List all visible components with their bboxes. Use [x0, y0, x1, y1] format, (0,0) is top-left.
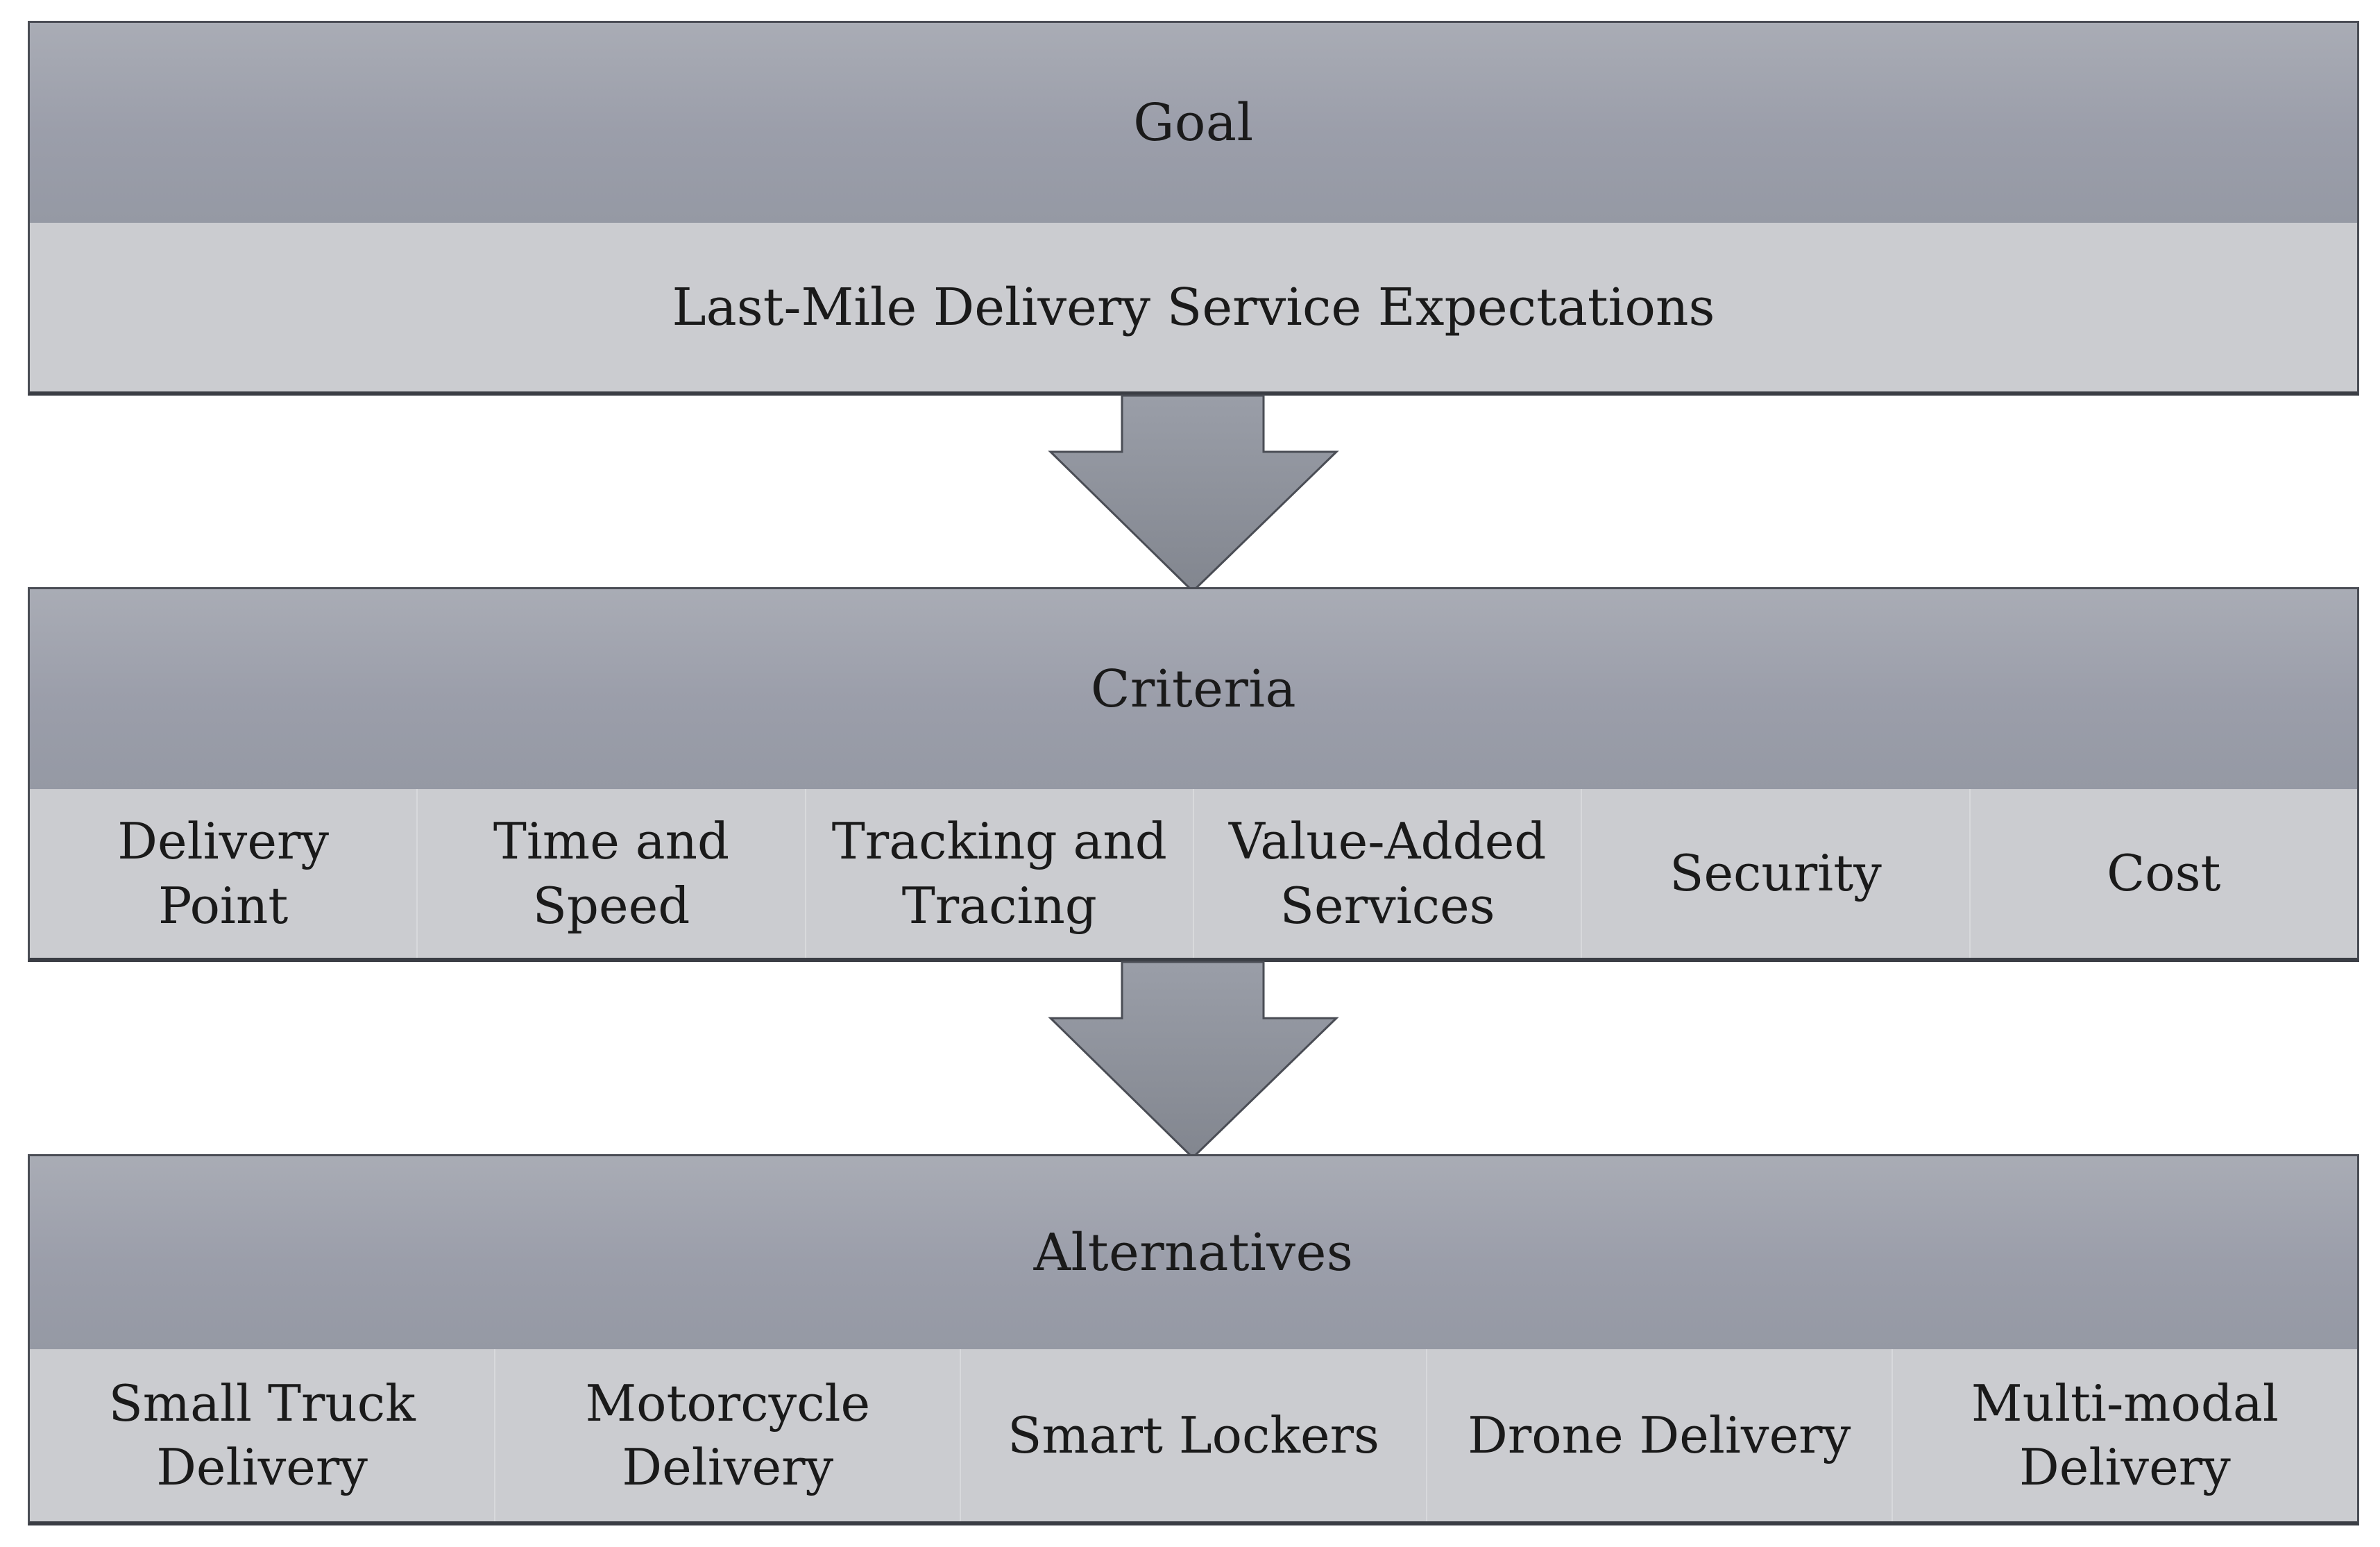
criterion-label: Time and	[493, 812, 730, 871]
alternative-small-truck: Small Truck Delivery	[30, 1349, 494, 1521]
alternatives-body: Small Truck Delivery Motorcycle Delivery…	[30, 1349, 2357, 1521]
criterion-label: Cost	[2107, 844, 2221, 903]
alternatives-header: Alternatives	[30, 1156, 2357, 1349]
alternative-label: Smart Lockers	[1008, 1405, 1379, 1464]
criterion-time-speed: Time and Speed	[416, 789, 804, 958]
goal-description: Last-Mile Delivery Service Expectations	[672, 277, 1715, 337]
alternatives-level: Alternatives Small Truck Delivery Motorc…	[28, 1154, 2359, 1525]
criterion-value-added-services: Value-Added Services	[1192, 789, 1581, 958]
criterion-label: Delivery	[117, 812, 330, 871]
goal-header: Goal	[30, 23, 2357, 223]
criterion-label: Speed	[532, 876, 690, 935]
criterion-label: Point	[158, 876, 289, 935]
goal-body: Last-Mile Delivery Service Expectations	[30, 223, 2357, 391]
criterion-label: Value-Added	[1228, 812, 1547, 871]
alternative-label: Drone Delivery	[1468, 1405, 1851, 1464]
criteria-level: Criteria Delivery Point Time and Speed T…	[28, 587, 2359, 962]
criteria-title: Criteria	[1090, 659, 1297, 719]
alternative-label: Motorcycle	[585, 1373, 871, 1432]
criteria-body: Delivery Point Time and Speed Tracking a…	[30, 789, 2357, 958]
criterion-security: Security	[1581, 789, 1969, 958]
criterion-cost: Cost	[1969, 789, 2357, 958]
down-arrow-icon	[1048, 961, 1339, 1160]
alternative-drone: Drone Delivery	[1425, 1349, 1892, 1521]
alternative-label: Delivery	[2019, 1438, 2231, 1496]
alternative-label: Small Truck	[108, 1373, 416, 1432]
alternative-multi-modal: Multi-modal Delivery	[1891, 1349, 2357, 1521]
alternative-motorcycle: Motorcycle Delivery	[494, 1349, 960, 1521]
alternative-label: Multi-modal	[1971, 1373, 2279, 1432]
alternative-label: Delivery	[622, 1438, 834, 1496]
criterion-label: Tracing	[901, 876, 1097, 935]
criterion-label: Security	[1669, 844, 1882, 903]
alternative-smart-lockers: Smart Lockers	[960, 1349, 1425, 1521]
criteria-header: Criteria	[30, 589, 2357, 789]
criterion-delivery-point: Delivery Point	[30, 789, 416, 958]
criterion-label: Services	[1280, 876, 1495, 935]
alternative-label: Delivery	[156, 1438, 368, 1496]
alternatives-title: Alternatives	[1033, 1223, 1354, 1283]
criterion-tracking-tracing: Tracking and Tracing	[804, 789, 1193, 958]
down-arrow-icon	[1048, 394, 1339, 593]
criterion-label: Tracking and	[831, 812, 1167, 871]
goal-level: Goal Last-Mile Delivery Service Expectat…	[28, 21, 2359, 396]
goal-title: Goal	[1133, 93, 1254, 153]
